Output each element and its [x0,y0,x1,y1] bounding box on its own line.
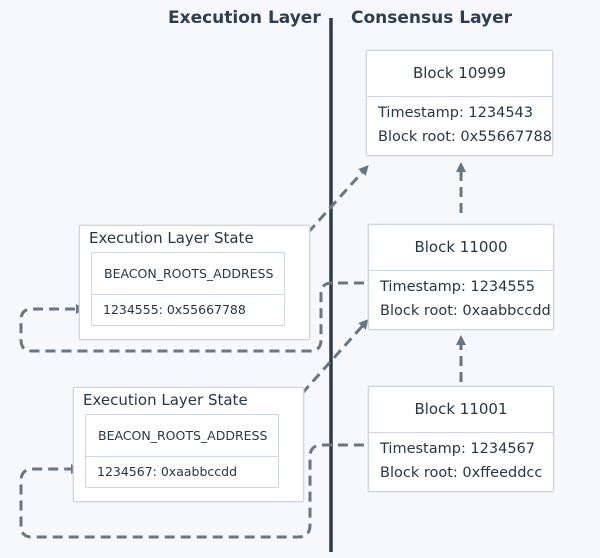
root-link-state1-to-block10999 [242,165,369,306]
beacon-roots-entry: 1234555: 0x55667788 [103,302,246,317]
execution-state-card: Execution Layer State BEACON_ROOTS_ADDRE… [73,387,304,502]
block-card: Block 10999 Timestamp: 1234543 Block roo… [366,50,553,156]
beacon-roots-storage: BEACON_ROOTS_ADDRESS 1234567: 0xaabbccdd [85,414,279,488]
beacon-roots-address: BEACON_ROOTS_ADDRESS [92,253,284,295]
block-timestamp: Timestamp: 1234543 [378,105,534,121]
block-card: Block 11001 Timestamp: 1234567 Block roo… [368,386,554,492]
timestamp-link-block11001-to-state2 [19,443,364,539]
beacon-roots-storage: BEACON_ROOTS_ADDRESS 1234555: 0x55667788 [91,252,285,326]
beacon-roots-entry: 1234567: 0xaabbccdd [97,464,238,479]
block-card: Block 11000 Timestamp: 1234555 Block roo… [368,224,554,330]
block-title: Block 10999 [367,51,552,97]
execution-state-title: Execution Layer State [89,229,254,247]
block-title: Block 11000 [369,225,553,271]
consensus-layer-heading: Consensus Layer [351,8,513,28]
block-timestamp: Timestamp: 1234567 [380,441,536,457]
block-root: Block root: 0x55667788 [378,129,552,145]
execution-layer-heading: Execution Layer [168,8,321,28]
block-timestamp: Timestamp: 1234555 [380,279,536,295]
beacon-roots-address: BEACON_ROOTS_ADDRESS [86,415,278,457]
execution-state-card: Execution Layer State BEACON_ROOTS_ADDRE… [79,225,310,340]
execution-state-title: Execution Layer State [83,391,248,409]
timestamp-link-block11000-to-state1 [19,281,364,353]
block-title: Block 11001 [369,387,553,433]
block-root: Block root: 0xffeeddcc [380,465,543,481]
block-root: Block root: 0xaabbccdd [380,303,551,319]
